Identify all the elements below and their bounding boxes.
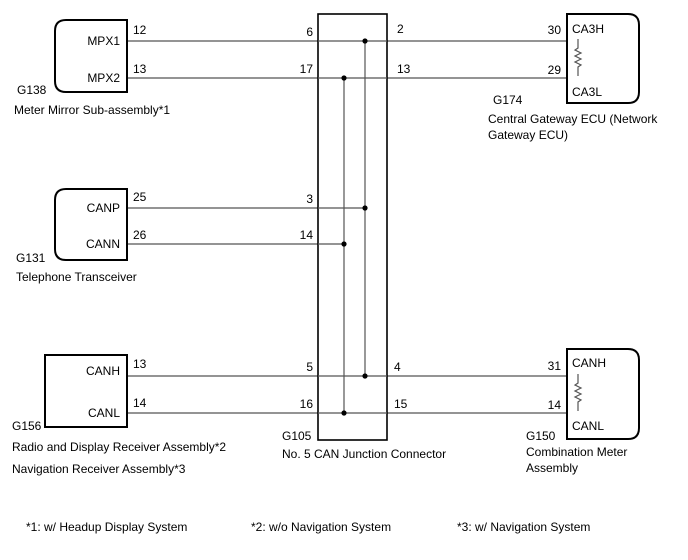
resistor-icon <box>573 39 583 76</box>
pin-number: 30 <box>548 23 562 37</box>
pin-label: MPX2 <box>87 71 120 85</box>
pin-number: 6 <box>306 25 313 39</box>
component-code: G138 <box>17 83 47 97</box>
pin-number: 13 <box>133 357 147 371</box>
pin-label: CANL <box>88 406 120 420</box>
pin-number: 14 <box>133 396 147 410</box>
component-name: Assembly <box>526 461 578 475</box>
component-name: Radio and Display Receiver Assembly*2 <box>12 440 226 454</box>
splice-dot <box>362 38 368 44</box>
pin-number: 17 <box>300 62 314 76</box>
pin-number: 5 <box>306 360 313 374</box>
pin-number: 13 <box>397 62 411 76</box>
pin-label: MPX1 <box>87 34 120 48</box>
component-name: Combination Meter <box>526 445 627 459</box>
pin-label: CANP <box>87 201 120 215</box>
component-code: G174 <box>493 93 523 107</box>
component-box-g174 <box>566 13 640 104</box>
component-box-g138 <box>54 19 128 93</box>
resistor-icon <box>573 374 583 411</box>
pin-number: 25 <box>133 190 147 204</box>
pin-number: 16 <box>300 397 314 411</box>
component-box-g150 <box>566 348 640 440</box>
pin-number: 2 <box>397 22 404 36</box>
splice-dot <box>362 373 368 379</box>
splice-dot <box>341 241 347 247</box>
pin-label: CANN <box>86 237 120 251</box>
pin-label: CANL <box>572 419 604 433</box>
footnote: *2: w/o Navigation System <box>251 520 391 534</box>
component-code: G156 <box>12 419 42 433</box>
component-code: G131 <box>16 251 46 265</box>
component-code: G150 <box>526 429 556 443</box>
pin-label: CA3L <box>572 85 602 99</box>
component-name: Meter Mirror Sub-assembly*1 <box>14 103 170 117</box>
component-name: Gateway ECU) <box>488 128 568 142</box>
component-name-alt: Navigation Receiver Assembly*3 <box>12 462 186 476</box>
pin-number: 26 <box>133 228 147 242</box>
pin-label: CANH <box>86 364 120 378</box>
pin-label: CANH <box>572 356 606 370</box>
pin-number: 14 <box>300 228 314 242</box>
component-code: G105 <box>282 429 312 443</box>
junction-connector-g105 <box>317 13 388 441</box>
pin-number: 3 <box>306 192 313 206</box>
footnote: *1: w/ Headup Display System <box>26 520 187 534</box>
pin-number: 29 <box>548 63 562 77</box>
pin-number: 12 <box>133 23 147 37</box>
splice-dot <box>341 75 347 81</box>
pin-number: 31 <box>548 359 562 373</box>
component-box-g156 <box>44 354 128 428</box>
component-box-g131 <box>54 188 128 261</box>
component-name: No. 5 CAN Junction Connector <box>282 447 446 461</box>
pin-number: 15 <box>394 397 408 411</box>
component-name: Central Gateway ECU (Network <box>488 112 658 126</box>
pin-label: CA3H <box>572 22 604 36</box>
splice-dot <box>362 205 368 211</box>
component-name: Telephone Transceiver <box>16 270 137 284</box>
footnote: *3: w/ Navigation System <box>457 520 590 534</box>
splice-dot <box>341 410 347 416</box>
pin-number: 14 <box>548 398 562 412</box>
pin-number: 4 <box>394 360 401 374</box>
pin-number: 13 <box>133 62 147 76</box>
